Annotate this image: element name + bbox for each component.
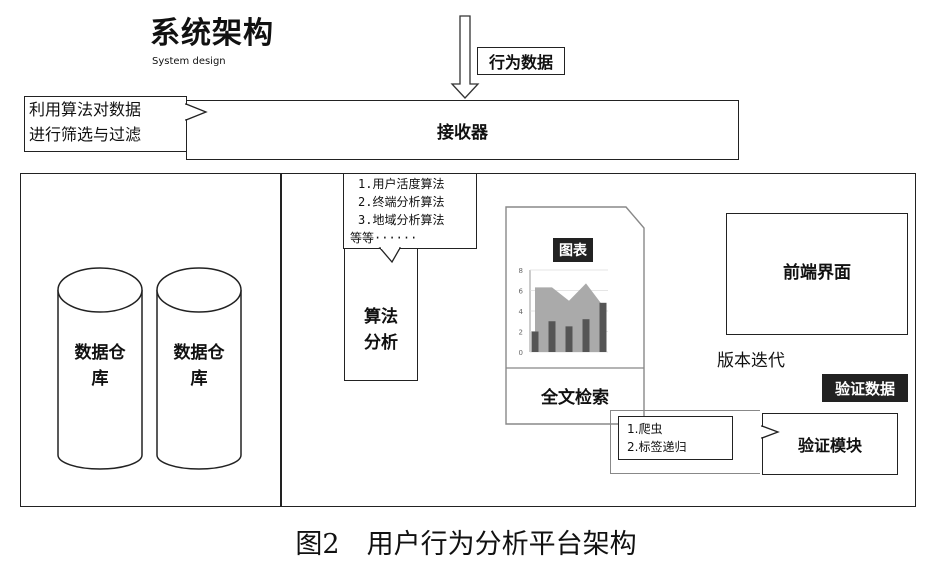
chart-y-tick-label: 2 [519,329,523,337]
receiver-box: 接收器 [186,100,739,160]
chart-y-tick-label: 6 [519,288,524,296]
chart-y-tick-label: 8 [519,267,523,275]
warehouse-2-cylinder [156,267,242,470]
warehouse-1-label-line1: 数据仓 [74,343,126,363]
warehouse-1-label-line2: 库 [91,369,109,389]
verification-module: 验证模块 [762,413,898,475]
filter-note-line1: 利用算法对数据 [29,100,142,119]
figure-caption: 图2 用户行为分析平台架构 [295,528,637,560]
frontend-title: 前端界面 [783,263,851,283]
version-iteration-label: 版本迭代 [717,351,785,371]
page-subtitle: System design [152,56,226,67]
algorithm-module: 算法 分析 [344,238,418,381]
algorithm-item-2: 2.终端分析算法 [358,195,445,209]
filter-note-line2: 进行筛选与过滤 [29,125,142,144]
warehouse-2-label: 数据仓 库 [157,340,241,392]
warehouse-2-label-line1: 数据仓 [173,343,225,363]
algorithm-list: 1.用户活度算法 2.终端分析算法 3.地域分析算法 等等······ [343,173,477,249]
behavior-data-label: 行为数据 [477,47,565,75]
algorithm-item-3: 3.地域分析算法 [358,213,445,227]
algorithm-module-line1: 算法 [364,306,398,327]
chart-y-tick-label: 4 [519,308,524,316]
page-title: 系统架构 [150,16,274,51]
verification-data-label: 验证数据 [822,374,908,402]
chart-bar [599,302,607,352]
frame-divider [280,173,282,507]
verification-item-2: 2.标签递归 [627,440,687,454]
verification-outer-frame [610,410,760,474]
chart-bar [565,326,573,352]
chart-bar [548,321,556,352]
chart-bar [582,319,590,352]
warehouse-1-cylinder [57,267,143,470]
fulltext-search-label: 全文检索 [541,387,609,408]
mini-chart: 0 2 4 6 8 [519,267,608,357]
verification-items: 1.爬虫 2.标签递归 [618,416,733,460]
filter-note: 利用算法对数据 进行筛选与过滤 [24,96,187,152]
algorithm-item-1: 1.用户活度算法 [358,177,445,191]
chart-y-tick-label: 0 [519,349,523,357]
algorithm-item-4: 等等······ [350,231,418,245]
algorithm-module-line2: 分析 [364,332,398,353]
chart-label: 图表 [553,238,593,262]
warehouse-1-label: 数据仓 库 [58,340,142,392]
warehouse-2-label-line2: 库 [190,369,208,389]
frontend-box [726,213,908,335]
chart-bar [531,331,539,352]
verification-item-1: 1.爬虫 [627,422,663,436]
